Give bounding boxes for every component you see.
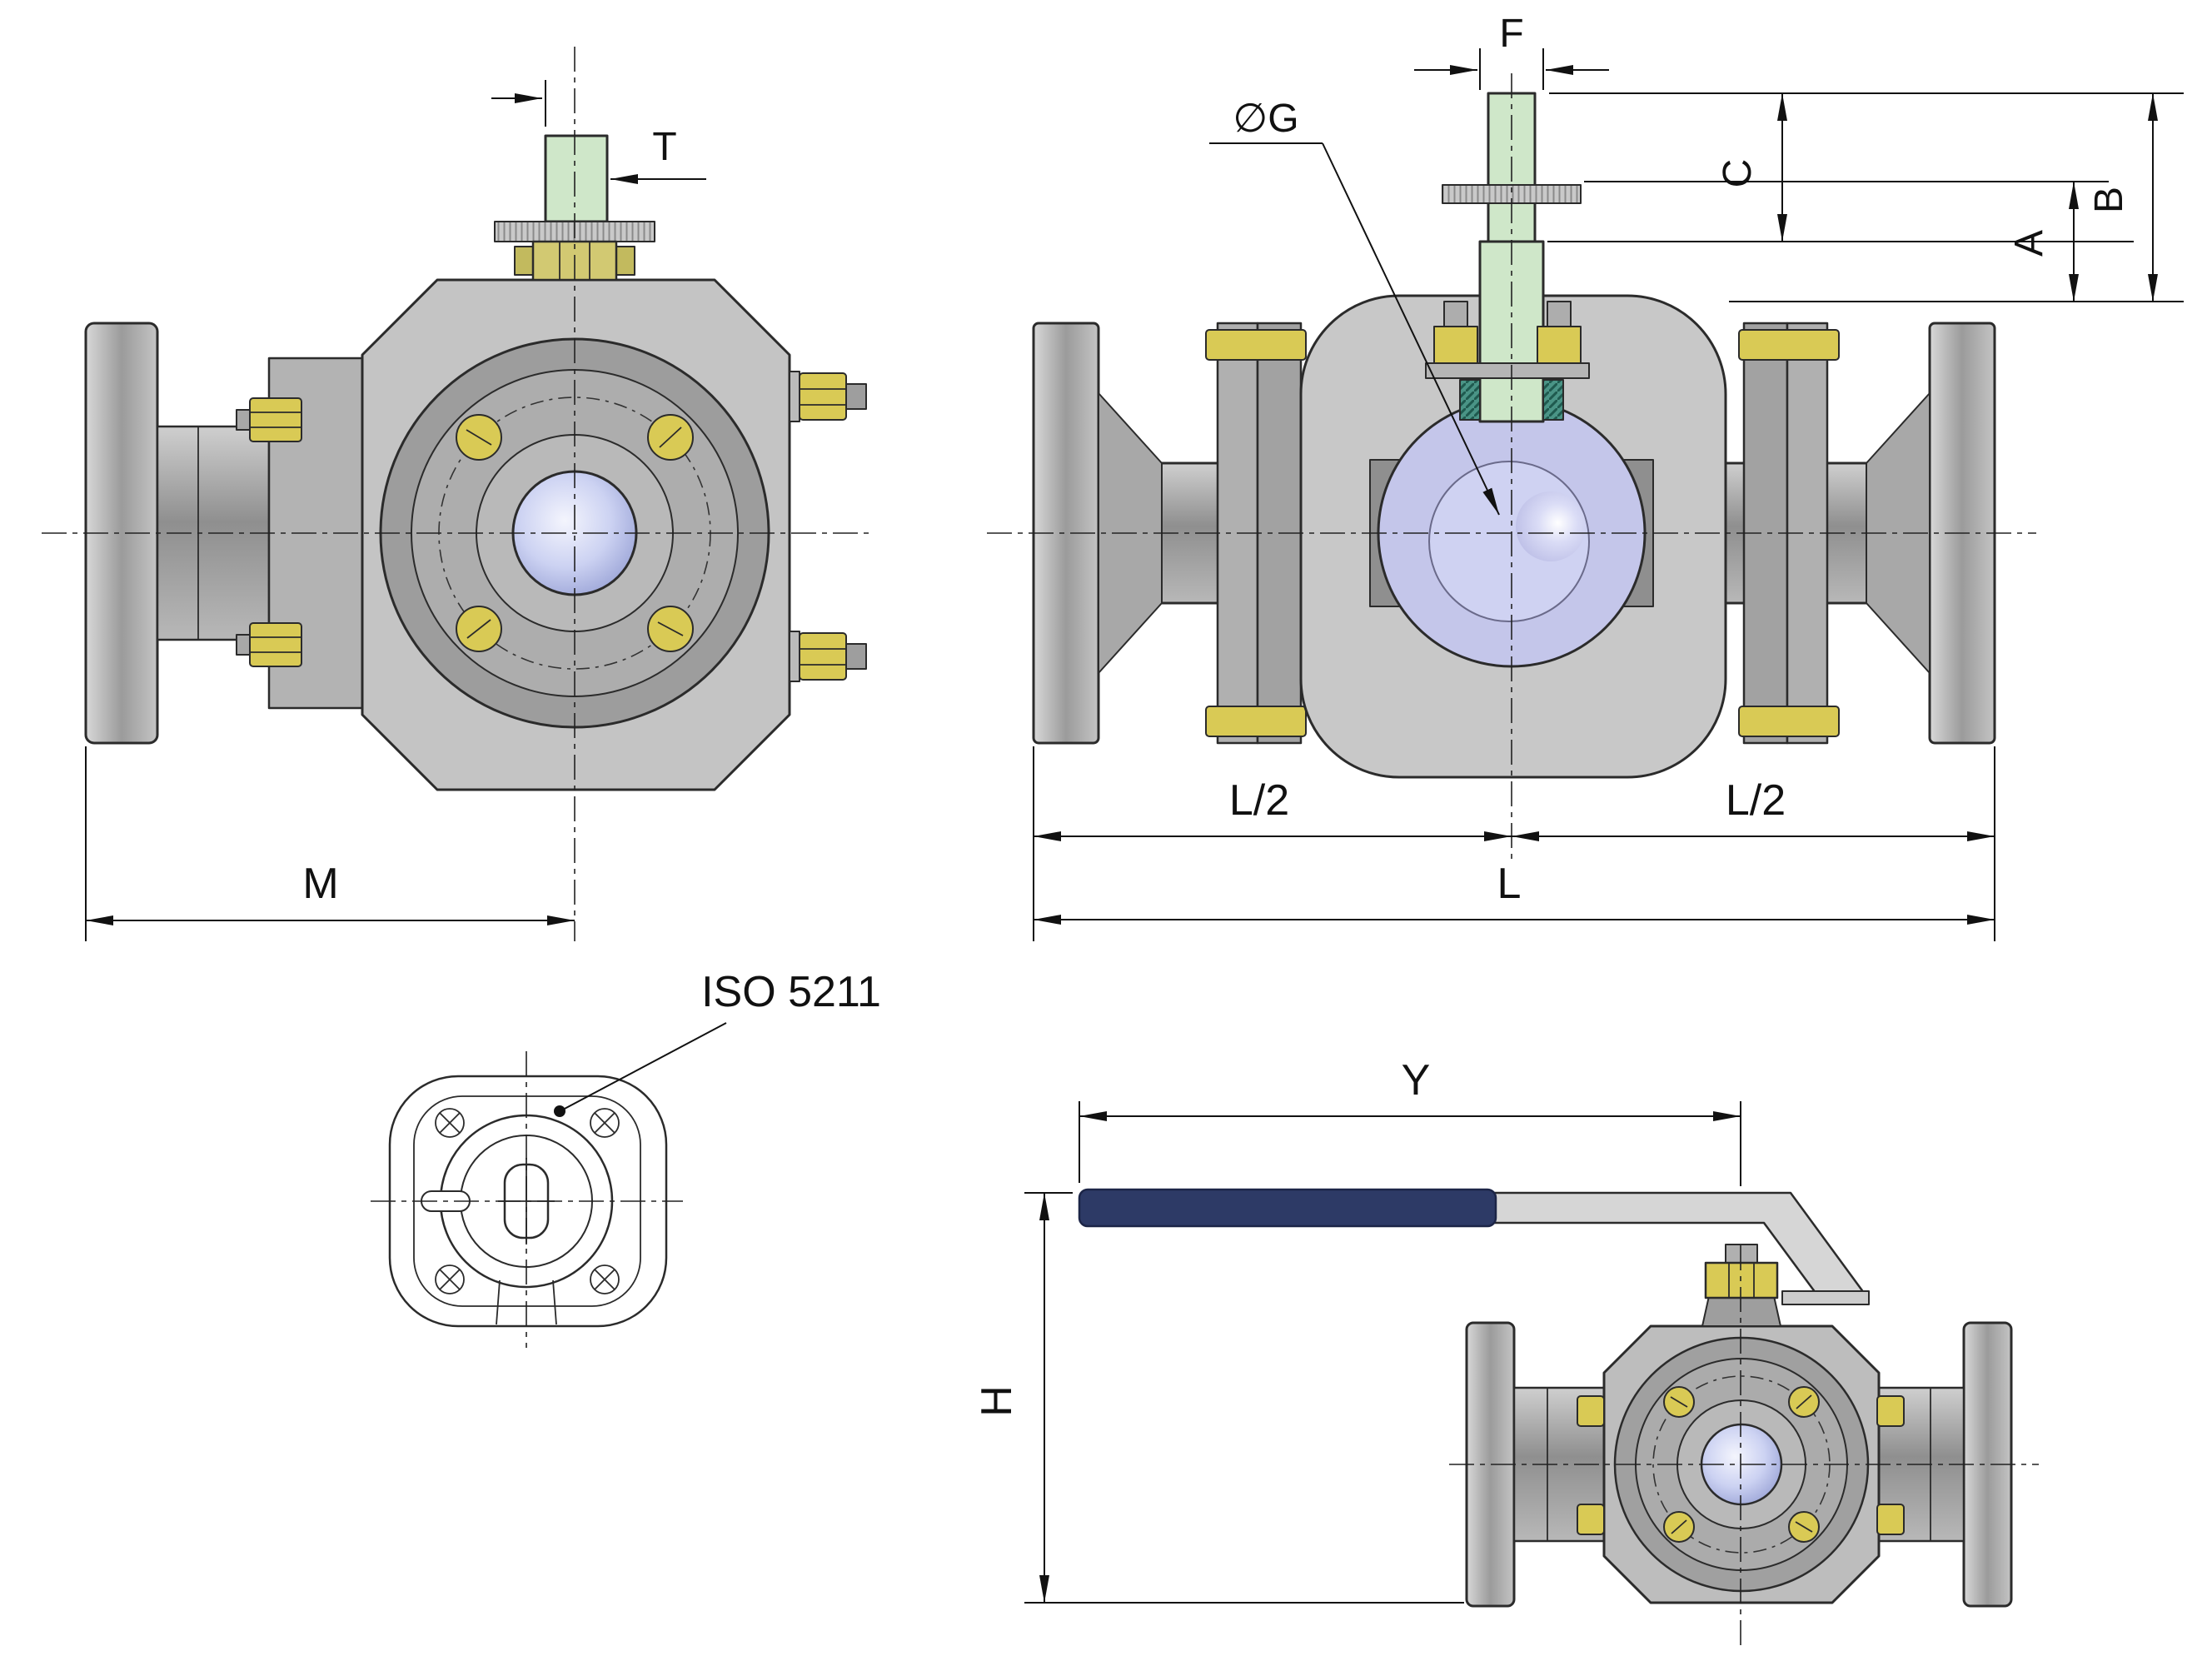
front-right-bolt-top bbox=[789, 371, 867, 422]
gland-plate bbox=[1425, 362, 1590, 379]
pad-neck-line-left bbox=[496, 1279, 501, 1325]
joint-bolt bbox=[1738, 329, 1840, 361]
iso5211-callout: ISO 5211 bbox=[554, 968, 881, 1117]
section-right-taper bbox=[1866, 392, 1931, 674]
dim-F: F bbox=[1414, 12, 1609, 90]
bolt-hole bbox=[590, 1108, 620, 1138]
dim-H: H bbox=[973, 1192, 1464, 1604]
dim-label-L: L bbox=[1497, 860, 1522, 908]
dim-label-T: T bbox=[652, 125, 676, 169]
bolt-hole bbox=[590, 1264, 620, 1294]
front-joint-bolt-bottom bbox=[236, 622, 302, 667]
dim-label-H: H bbox=[973, 1385, 1021, 1417]
side-face-bolts bbox=[1663, 1386, 1820, 1543]
front-face-bolts bbox=[456, 414, 694, 652]
dim-L-half-right: L/2 bbox=[1512, 746, 1995, 941]
joint-bolt bbox=[1205, 329, 1307, 361]
joint-bolt bbox=[1876, 1395, 1905, 1427]
dim-label-L-half-right: L/2 bbox=[1726, 776, 1786, 825]
dim-label-L-half-left: L/2 bbox=[1229, 776, 1289, 825]
side-joint-bolts bbox=[1577, 1395, 1905, 1535]
gland-stud-left bbox=[1443, 301, 1468, 327]
dim-label-C: C bbox=[1716, 159, 1760, 188]
dim-Y: Y bbox=[1079, 1056, 1741, 1186]
dim-T: T bbox=[491, 80, 706, 184]
section-view: F C B A ∅G L/2 bbox=[987, 12, 2184, 941]
dim-label-G: ∅G bbox=[1233, 97, 1298, 141]
front-stem bbox=[544, 134, 609, 223]
dim-G: ∅G bbox=[1209, 97, 1500, 516]
dim-label-B: B bbox=[2087, 187, 2131, 213]
pad-neck-line-right bbox=[552, 1279, 557, 1325]
dim-M: M bbox=[85, 746, 575, 941]
dim-L-half-left: L/2 bbox=[1033, 746, 1512, 941]
joint-bolt bbox=[1205, 706, 1307, 737]
dim-L: L bbox=[1034, 860, 1995, 925]
leader-dot bbox=[554, 1105, 565, 1117]
ball-highlight bbox=[1516, 491, 1586, 561]
joint-bolt bbox=[1577, 1395, 1605, 1427]
bolt-hole bbox=[435, 1264, 465, 1294]
joint-bolt bbox=[1577, 1504, 1605, 1535]
front-right-bolt-bottom bbox=[789, 631, 867, 682]
stem-packing-right bbox=[1542, 379, 1564, 421]
joint-bolt bbox=[1738, 706, 1840, 737]
lever-arm bbox=[1491, 1191, 1866, 1294]
gland-nut-left bbox=[1433, 326, 1478, 364]
front-joint-bolt-top bbox=[236, 397, 302, 442]
side-stem-boss bbox=[1701, 1295, 1781, 1327]
pad-bolt-holes bbox=[435, 1108, 620, 1294]
front-view: T M bbox=[42, 47, 871, 941]
joint-bolt bbox=[1876, 1504, 1905, 1535]
dim-label-F: F bbox=[1499, 12, 1523, 56]
lever-grip bbox=[1078, 1188, 1497, 1228]
front-stem-washer-left bbox=[514, 246, 534, 276]
stem-packing-left bbox=[1459, 379, 1481, 421]
dim-C: C bbox=[1547, 92, 2184, 242]
section-stem-assembly bbox=[1425, 92, 1590, 423]
bolt-hole bbox=[435, 1108, 465, 1138]
iso5211-label: ISO 5211 bbox=[701, 968, 881, 1016]
section-joint-bolts bbox=[1205, 329, 1840, 737]
front-stem-washer-right bbox=[615, 246, 635, 276]
dim-label-M: M bbox=[302, 860, 338, 908]
iso5211-view: ISO 5211 bbox=[371, 968, 881, 1348]
dim-label-A: A bbox=[2007, 230, 2051, 257]
dim-B: B bbox=[1729, 93, 2184, 302]
side-stem-nut bbox=[1704, 1261, 1779, 1299]
side-view: Y H bbox=[973, 1056, 2039, 1645]
gland-nut-right bbox=[1537, 326, 1582, 364]
dim-A: A bbox=[1584, 181, 2109, 302]
side-stem-stud bbox=[1725, 1244, 1758, 1265]
lever-hub-plate bbox=[1781, 1290, 1870, 1305]
gland-stud-right bbox=[1547, 301, 1572, 327]
dim-label-Y: Y bbox=[1402, 1056, 1431, 1105]
